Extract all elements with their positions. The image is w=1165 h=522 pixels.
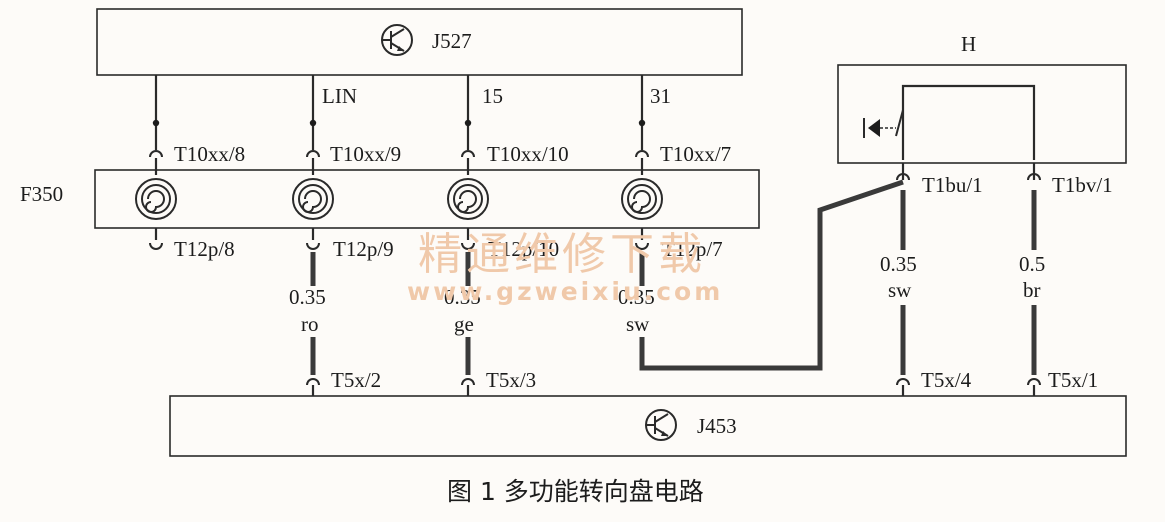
wire-tag-15: 15 — [482, 84, 503, 108]
connector-t5x-3: T5x/3 — [486, 368, 536, 392]
connector-t12p-9: T12p/9 — [333, 237, 394, 261]
connector-t12p-10: T12p/10 — [488, 237, 559, 261]
junction-dot — [638, 119, 646, 127]
connector-t10xx-9: T10xx/9 — [330, 142, 401, 166]
wire-gauge-3: 0.35 — [618, 285, 655, 309]
f350-label: F350 — [20, 182, 63, 206]
wire-color-5: br — [1023, 278, 1041, 302]
connector-t12p-7: T12p/7 — [662, 237, 723, 261]
wire-gauge-4: 0.35 — [880, 252, 917, 276]
connector-pin — [149, 150, 163, 158]
connector-t1bv-1: T1bv/1 — [1052, 173, 1113, 197]
connector-t5x-2: T5x/2 — [331, 368, 381, 392]
connector-t5x-1: T5x/1 — [1048, 368, 1098, 392]
connector-pin — [1027, 378, 1041, 386]
j453-label: J453 — [697, 414, 737, 438]
connector-t5x-4: T5x/4 — [921, 368, 972, 392]
wire-tag-lin: LIN — [322, 84, 357, 108]
connector-pin — [306, 150, 320, 158]
connector-t10xx-7: T10xx/7 — [660, 142, 731, 166]
junction-dot — [464, 119, 472, 127]
junction-dot — [152, 119, 160, 127]
connector-t12p-8: T12p/8 — [174, 237, 235, 261]
connector-pin — [306, 242, 320, 250]
connector-pin — [635, 242, 649, 250]
wire-color-3: sw — [626, 312, 650, 336]
watermark-cn: 精通维修下载 — [418, 229, 706, 280]
wire-gauge-1: 0.35 — [289, 285, 326, 309]
connector-pin — [896, 378, 910, 386]
wire-gauge-5: 0.5 — [1019, 252, 1045, 276]
watermark-url: www.gzweixiu.com — [407, 277, 723, 306]
connector-pin — [461, 378, 475, 386]
connector-t10xx-8: T10xx/8 — [174, 142, 245, 166]
connector-pin — [635, 150, 649, 158]
transistor-icon — [645, 409, 677, 441]
connector-pin — [306, 378, 320, 386]
j527-module — [96, 8, 743, 76]
connector-pin — [149, 242, 163, 250]
horn-switch-icon — [863, 84, 1036, 160]
j453-module — [169, 395, 1127, 457]
f350-module — [94, 169, 760, 229]
figure-caption: 图 1 多功能转向盘电路 — [447, 477, 704, 506]
h-module — [837, 64, 1127, 164]
spiral-spring-icon — [447, 178, 489, 220]
spiral-spring-icon — [135, 178, 177, 220]
wire-color-2: ge — [454, 312, 474, 336]
spiral-spring-icon — [621, 178, 663, 220]
wire-tag-31: 31 — [650, 84, 671, 108]
wire-sw-route — [639, 179, 904, 371]
connector-pin — [461, 242, 475, 250]
wire-gauge-2: 0.35 — [444, 285, 481, 309]
connector-t10xx-10: T10xx/10 — [487, 142, 569, 166]
transistor-icon — [381, 24, 413, 56]
h-label: H — [961, 32, 976, 56]
junction-dot — [309, 119, 317, 127]
wire-color-4: sw — [888, 278, 912, 302]
wire-color-1: ro — [301, 312, 319, 336]
connector-pin — [461, 150, 475, 158]
j527-label: J527 — [432, 29, 472, 53]
spiral-spring-icon — [292, 178, 334, 220]
connector-t1bu-1: T1bu/1 — [922, 173, 983, 197]
